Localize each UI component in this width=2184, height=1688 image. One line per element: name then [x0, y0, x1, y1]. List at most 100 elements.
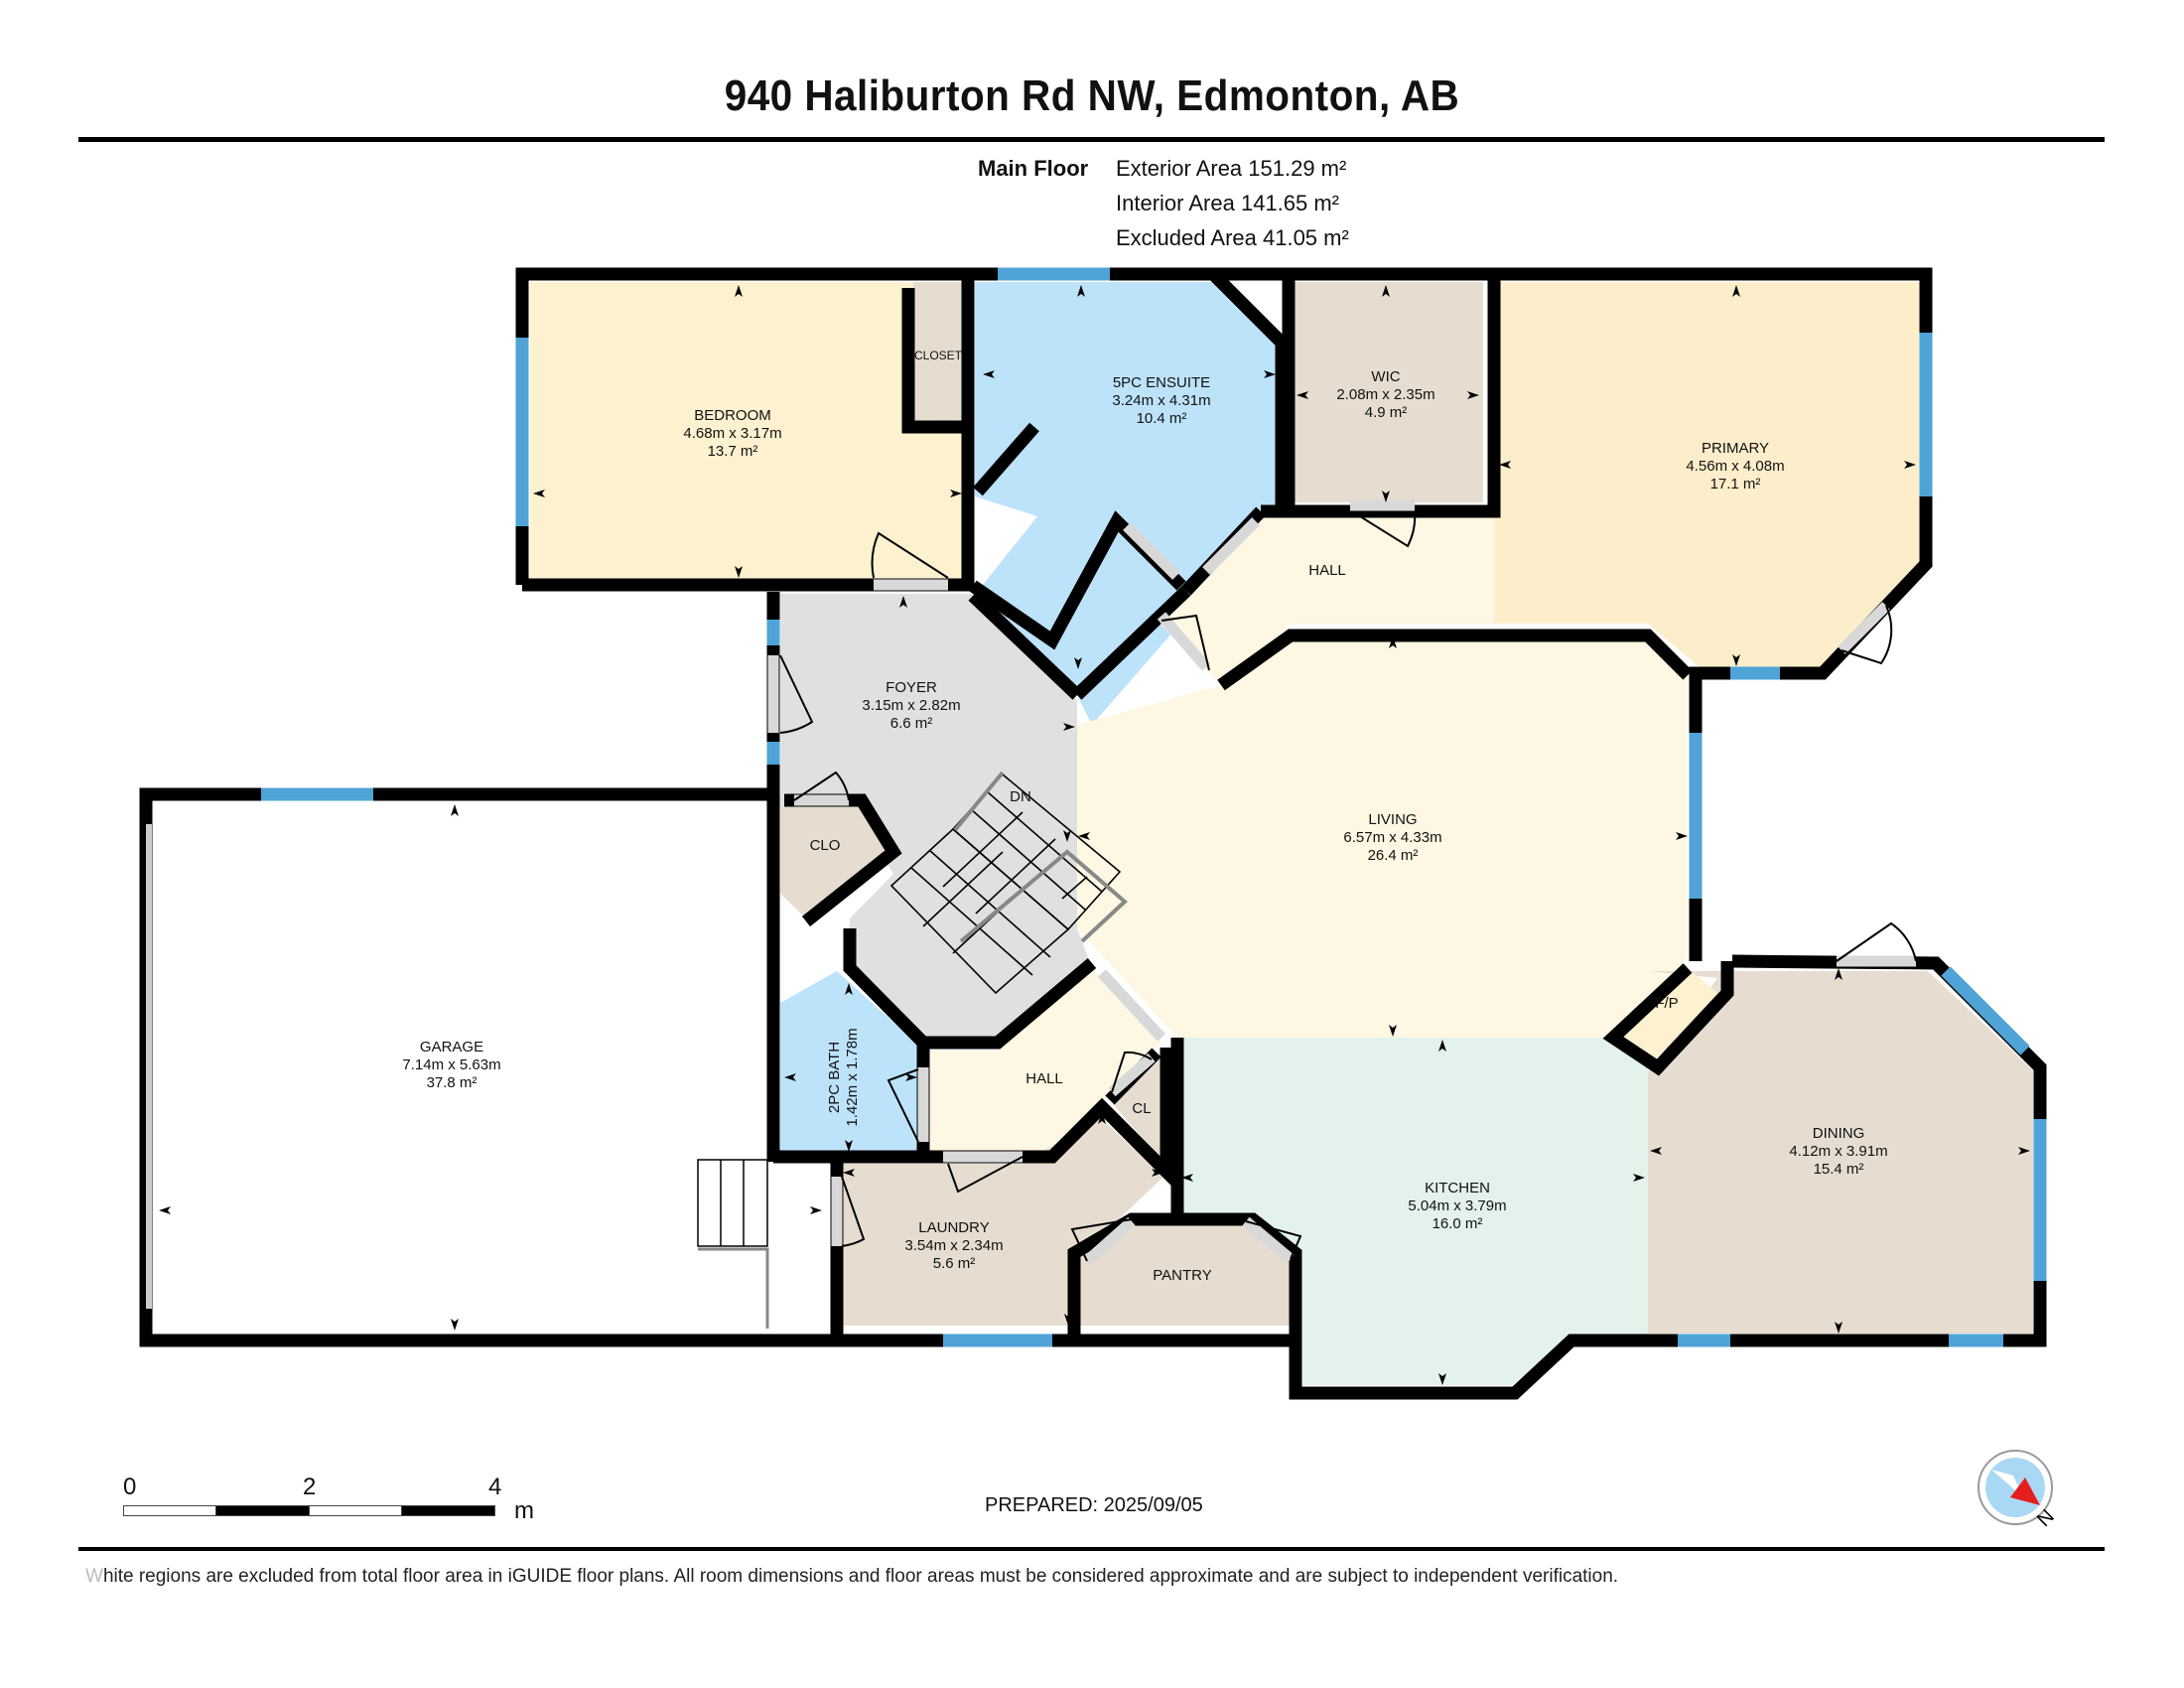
dim-arrow-right-icon — [1467, 391, 1479, 399]
garage-name: GARAGE — [420, 1039, 483, 1055]
door-opening[interactable] — [1242, 1216, 1295, 1264]
dim-arrow-down-icon — [1732, 654, 1740, 666]
dim-arrow-left-icon — [843, 1169, 855, 1177]
stair-tread — [922, 851, 1004, 927]
dim-arrow-left-icon — [1499, 461, 1511, 469]
bath2-fill — [780, 971, 921, 1154]
dining-area: 15.4 m² — [1814, 1161, 1864, 1178]
dim-arrow-down-icon — [1382, 491, 1390, 502]
primary-name: PRIMARY — [1702, 440, 1769, 457]
ensuite-dims: 3.24m x 4.31m — [1112, 392, 1210, 409]
stair-tread — [942, 811, 1024, 888]
door-swing — [1841, 605, 1893, 665]
footer-divider — [78, 1547, 2105, 1551]
scale-tick: 4 — [488, 1474, 502, 1500]
dim-arrow-down-icon — [845, 1140, 853, 1152]
foyer-fill — [780, 594, 1092, 1043]
pantry-name: PANTRY — [1153, 1267, 1211, 1284]
bath2-dims: 1.42m x 1.78m — [844, 1028, 861, 1126]
bath2-name: 2PC BATH — [826, 1042, 843, 1113]
dim-arrow-up-icon — [1835, 968, 1843, 980]
disclaimer-text: hite regions are excluded from total flo… — [102, 1566, 1619, 1587]
door-opening[interactable] — [1097, 969, 1166, 1042]
dim-arrow-left-icon — [159, 1206, 171, 1214]
pantry-fill — [1080, 1219, 1291, 1326]
door-swing — [947, 1156, 1024, 1194]
stair-tread — [986, 790, 1103, 893]
header-divider — [78, 137, 2105, 142]
scale-tick: 0 — [123, 1474, 137, 1500]
foyer-dims: 3.15m x 2.82m — [862, 697, 960, 714]
bedroom-name: BEDROOM — [694, 407, 771, 424]
door-swing — [1111, 1051, 1153, 1093]
dim-arrow-right-icon — [2018, 1147, 2030, 1155]
door-swing — [1351, 510, 1417, 548]
dining-dims: 4.12m x 3.91m — [1789, 1143, 1887, 1160]
door-swings — [779, 510, 1917, 1262]
room-fills — [154, 282, 2033, 1385]
prepared-date: PREPARED: 2025/09/05 — [985, 1494, 1203, 1516]
compass-icon: N — [1978, 1450, 2059, 1531]
dim-arrow-up-icon — [1389, 636, 1397, 648]
disclaimer-first-letter: W — [85, 1566, 103, 1587]
door-opening[interactable] — [1083, 1216, 1136, 1266]
ensuite-lower-fill — [998, 521, 1181, 690]
dim-arrow-down-icon — [735, 566, 743, 578]
dim-arrow-down-icon — [451, 1319, 459, 1331]
kitchen-area: 16.0 m² — [1433, 1215, 1483, 1232]
wall-closet — [901, 288, 968, 434]
dim-arrow-up-icon — [1382, 285, 1390, 297]
wall-ensuite-partition — [973, 422, 1039, 496]
kitchen-fill — [1177, 1038, 1648, 1385]
compass-needle-south — [1991, 1470, 2023, 1497]
scale-segment — [309, 1505, 402, 1516]
floor-name: Main Floor — [978, 156, 1089, 181]
bedroom-fill — [530, 282, 968, 578]
dim-arrow-left-icon — [1297, 391, 1308, 399]
dim-arrow-up-icon — [451, 804, 459, 816]
staircase[interactable] — [889, 771, 1128, 995]
wic-name: WIC — [1371, 368, 1400, 385]
dim-arrow-right-icon — [1152, 1169, 1163, 1177]
door-swing — [1160, 614, 1210, 671]
laundry-dims: 3.54m x 2.34m — [904, 1237, 1003, 1254]
compass-needle-north — [2010, 1477, 2040, 1505]
garage-area: 37.8 m² — [427, 1074, 478, 1091]
dim-arrow-right-icon — [810, 1206, 822, 1214]
door-opening[interactable] — [1157, 612, 1211, 671]
dim-arrow-left-icon — [983, 370, 995, 378]
step-rail — [698, 1247, 769, 1329]
door-opening[interactable] — [1202, 517, 1260, 575]
cl-name: CL — [1132, 1100, 1151, 1117]
ensuite-name: 5PC ENSUITE — [1113, 374, 1210, 391]
stair-arrow-icon — [1061, 876, 1088, 900]
dim-arrow-left-icon — [1181, 1174, 1193, 1182]
windows — [261, 267, 2047, 1347]
scale-unit: m — [514, 1497, 534, 1524]
scale-tick: 2 — [303, 1474, 317, 1500]
dim-arrow-left-icon — [1650, 1147, 1662, 1155]
kitchen-dims: 5.04m x 3.79m — [1408, 1197, 1506, 1214]
dim-arrow-left-icon — [533, 490, 545, 497]
dim-arrow-up-icon — [1438, 1040, 1446, 1052]
scale-segment — [215, 1505, 310, 1516]
door-openings — [767, 499, 1916, 1266]
dim-arrow-up-icon — [1098, 1112, 1106, 1124]
dim-arrow-up-icon — [1732, 285, 1740, 297]
dim-arrow-left-icon — [784, 1073, 796, 1081]
exterior-area: Exterior Area 151.29 m² — [1116, 156, 1347, 181]
scale-segment — [401, 1505, 495, 1516]
dining-name: DINING — [1813, 1125, 1865, 1142]
door-opening[interactable] — [1108, 1053, 1156, 1097]
garage-steps — [697, 1159, 769, 1329]
hall-upper-fill — [1152, 511, 1494, 685]
dim-arrow-down-icon — [1438, 1373, 1446, 1385]
door-opening[interactable] — [1838, 602, 1890, 654]
door-swing — [841, 1176, 866, 1247]
fireplace-fill — [1613, 968, 1717, 1067]
wic-area: 4.9 m² — [1365, 404, 1408, 421]
door-opening[interactable] — [1123, 522, 1180, 580]
hall-upper-name: HALL — [1308, 562, 1346, 579]
door-swing — [1836, 921, 1917, 962]
